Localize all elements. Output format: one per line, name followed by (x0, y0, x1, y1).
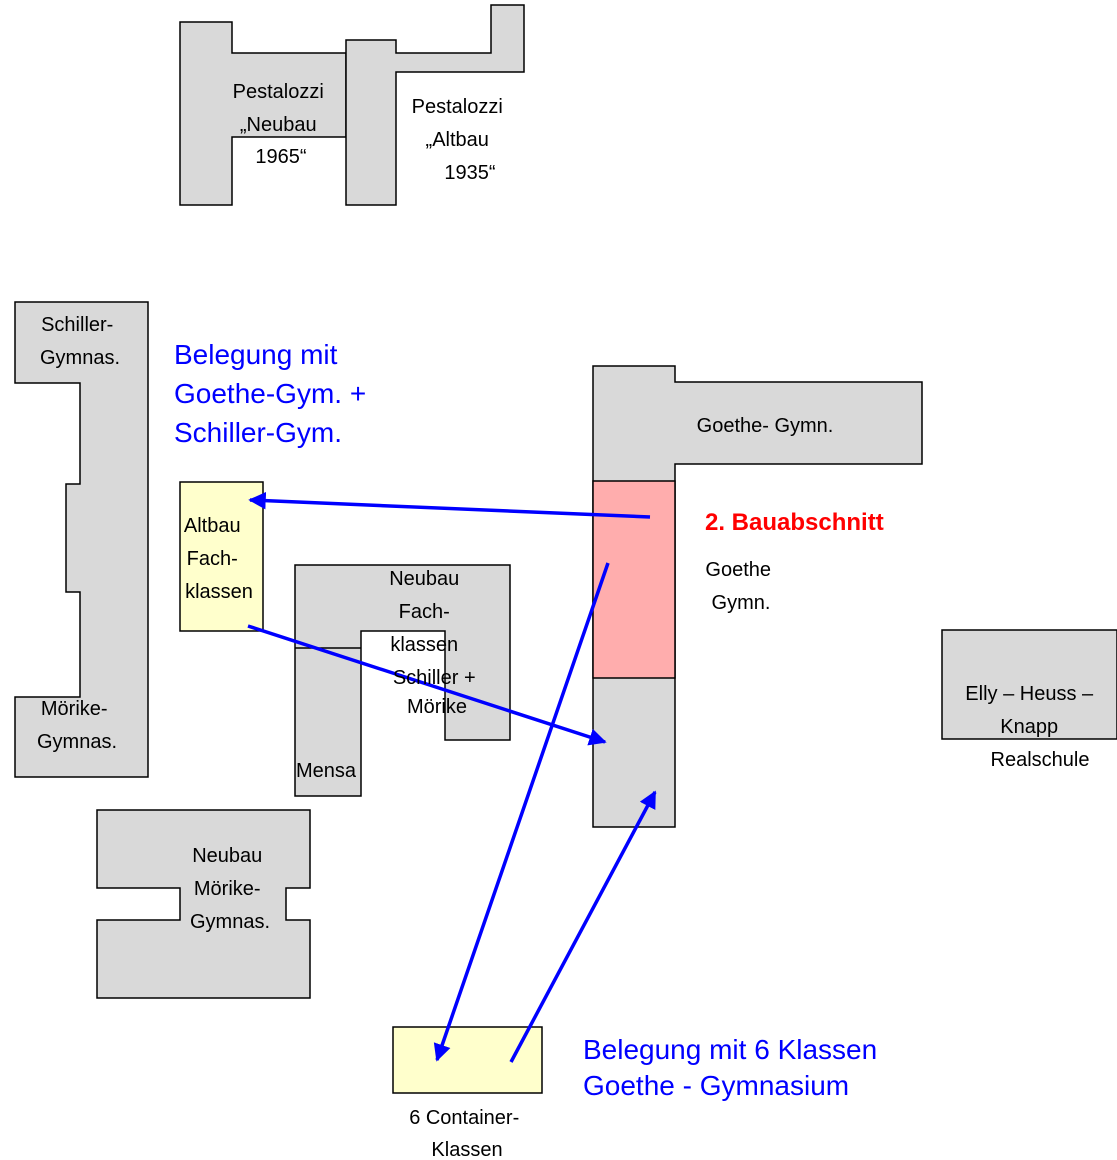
arrow-from-container (509, 790, 657, 1063)
pestalozzi-altbau-line-1: Pestalozzi (412, 96, 503, 118)
arrow-to-altbau (248, 491, 651, 519)
moerike-gymnas-line-2: Gymnas. (37, 731, 117, 753)
pestalozzi-neubau-line-1: Pestalozzi (233, 81, 324, 103)
label-goethe-gymn-top: Goethe- Gymn. (697, 415, 834, 437)
note-belegung-top: Belegung mit Goethe-Gym. + Schiller-Gym. (174, 339, 374, 448)
altbau-fachklassen-line-2: Fach- (187, 548, 238, 570)
note-belegung-top-line-1: Belegung mit (174, 339, 338, 370)
label-goethe-gymn-side: Goethe Gymn. (705, 559, 776, 614)
moerike-gymnas-line-1: Mörike- (41, 698, 108, 720)
arrow-to-goethe-lower (247, 624, 607, 746)
label-moerike-gymnas: Mörike- Gymnas. (37, 698, 117, 753)
label-container: 6 Container- Klassen (409, 1107, 525, 1160)
neubau-fachklassen-line-2: Fach- (399, 601, 450, 623)
label-mensa: Mensa (296, 760, 357, 782)
note-belegung-bottom-line-2: Goethe - Gymnasium (583, 1070, 849, 1101)
neubau-fachklassen-line-1: Neubau (389, 568, 459, 590)
elly-heuss-line-3: Realschule (991, 749, 1090, 771)
schiller-gymnas-line-1: Schiller- (41, 314, 113, 336)
pestalozzi-altbau-building (345, 4, 525, 206)
neubau-moerike-building (96, 809, 311, 999)
container-line-1: 6 Container- (409, 1107, 519, 1129)
label-bauabschnitt: 2. Bauabschnitt (705, 509, 884, 536)
arrow-to-container (433, 562, 610, 1062)
pestalozzi-neubau-line-2: „Neubau (240, 114, 317, 136)
pestalozzi-altbau-line-2: „Altbau (426, 129, 489, 151)
elly-heuss-line-1: Elly – Heuss – (965, 683, 1094, 705)
container-building (392, 1026, 543, 1094)
label-pestalozzi-neubau: Pestalozzi „Neubau 1965“ (233, 81, 330, 168)
label-neubau-moerike: Neubau Mörike- Gymnas. (190, 845, 270, 933)
note-belegung-bottom: Belegung mit 6 Klassen Goethe - Gymnasiu… (583, 1034, 885, 1101)
neubau-fachklassen-building (294, 564, 511, 797)
elly-heuss-line-2: Knapp (1000, 716, 1058, 738)
neubau-moerike-line-1: Neubau (192, 845, 262, 867)
neubau-moerike-line-3: Gymnas. (190, 911, 270, 933)
construction-section (592, 480, 676, 679)
note-belegung-top-line-3: Schiller-Gym. (174, 417, 342, 448)
note-belegung-bottom-line-1: Belegung mit 6 Klassen (583, 1034, 877, 1065)
goethe-gymn-side-line-1: Goethe (705, 559, 771, 581)
altbau-fachklassen-line-1: Altbau (184, 515, 241, 537)
label-neubau-fachklassen: Neubau Fach- klassen Schiller + Mörike (389, 568, 481, 718)
container-line-2: Klassen (431, 1139, 502, 1160)
note-belegung-top-line-2: Goethe-Gym. + (174, 378, 366, 409)
neubau-fachklassen-line-3: klassen (390, 634, 458, 656)
pestalozzi-altbau-line-3: 1935“ (444, 162, 495, 184)
label-schiller-gymnas: Schiller- Gymnas. (40, 314, 120, 369)
neubau-fachklassen-line-5: Mörike (407, 696, 467, 718)
altbau-fachklassen-line-3: klassen (185, 581, 253, 603)
label-elly-heuss: Elly – Heuss – Knapp Realschule (965, 683, 1098, 771)
neubau-moerike-line-2: Mörike- (194, 878, 261, 900)
neubau-fachklassen-line-4: Schiller + (393, 667, 476, 689)
label-pestalozzi-altbau: Pestalozzi „Altbau 1935“ (412, 96, 509, 184)
label-altbau-fachklassen: Altbau Fach- klassen (184, 515, 253, 603)
schiller-moerike-building (14, 301, 149, 778)
goethe-gymn-side-line-2: Gymn. (712, 592, 771, 614)
pestalozzi-neubau-line-3: 1965“ (255, 146, 306, 168)
schiller-gymnas-line-2: Gymnas. (40, 347, 120, 369)
elly-heuss-knapp-building (941, 629, 1117, 740)
